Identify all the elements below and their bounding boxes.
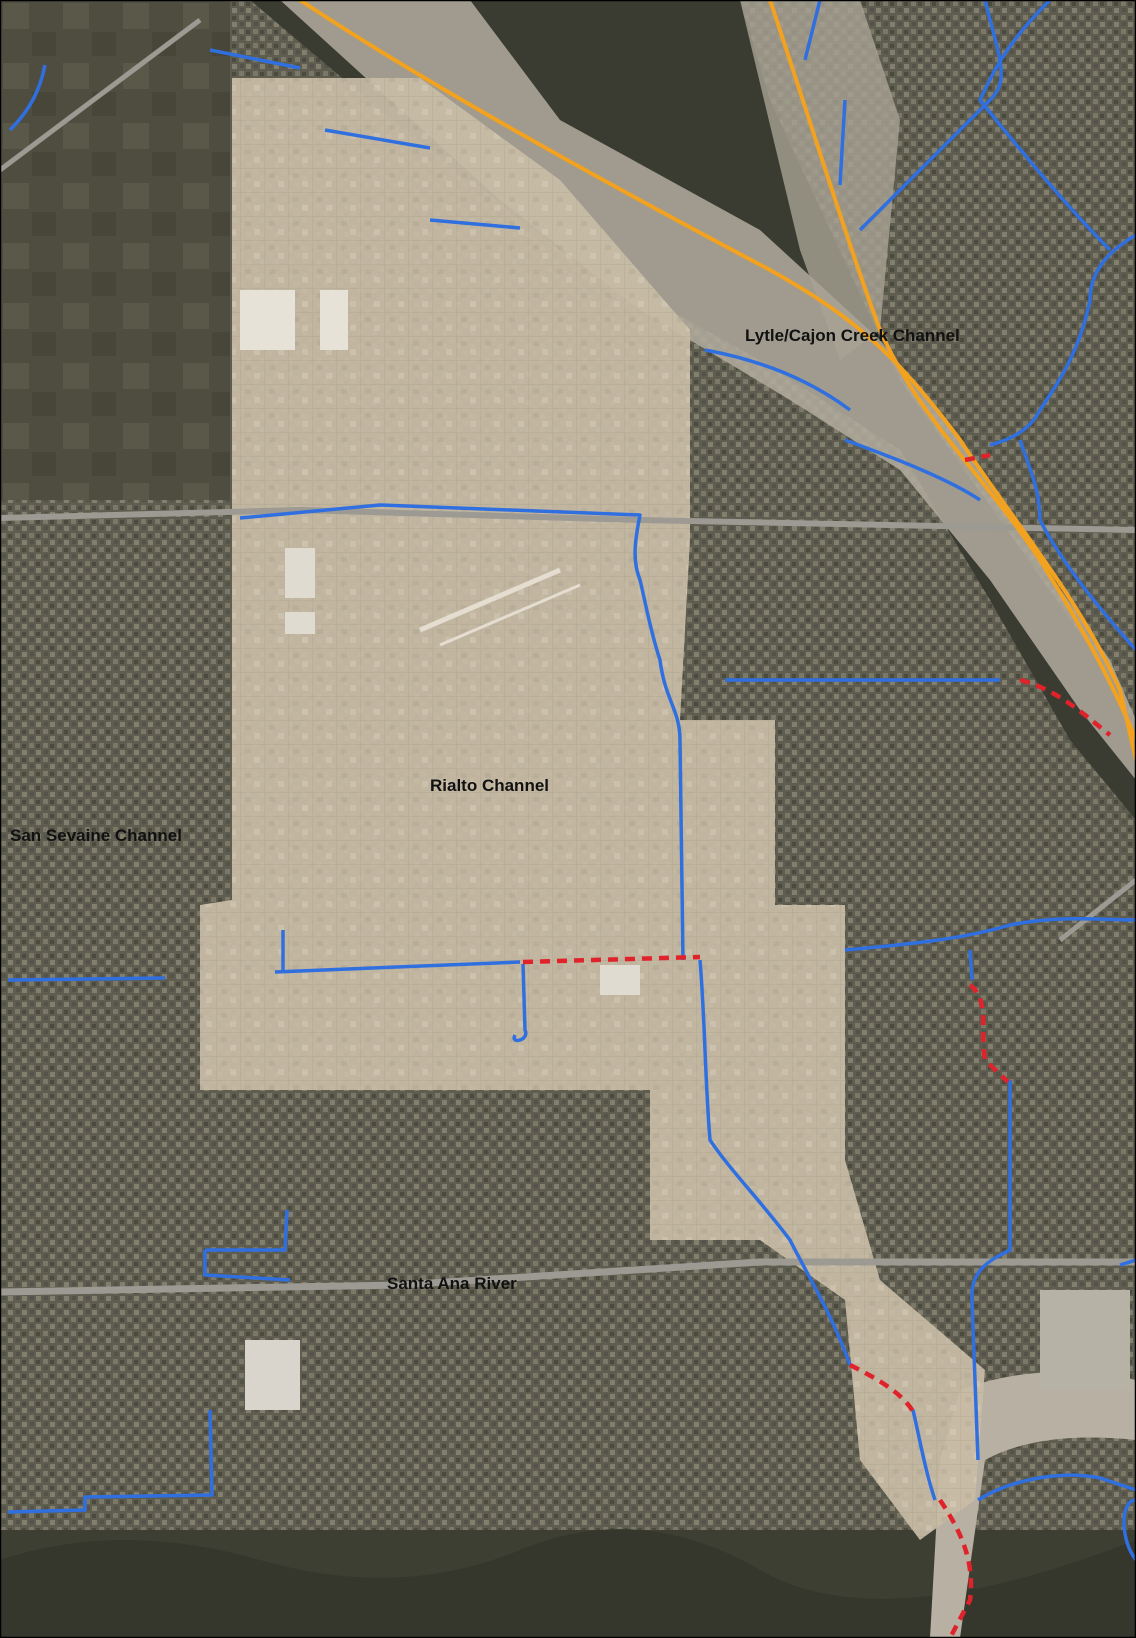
wash-darkzone	[250, 0, 1136, 820]
label-rialto-channel: Rialto Channel	[430, 776, 549, 795]
warehouse-3	[285, 548, 315, 598]
channels-gap-dashed	[522, 452, 1112, 1638]
quarry	[1040, 1290, 1130, 1390]
label-san-sevaine: San Sevaine Channel	[10, 826, 182, 845]
label-lytle-cajon: Lytle/Cajon Creek Channel	[745, 326, 960, 345]
santa-ana-riverbed	[930, 1372, 1136, 1638]
warehouse-4	[285, 612, 315, 634]
warehouse-5	[600, 965, 640, 995]
study-area-overlay	[200, 78, 985, 1540]
freeway-i10	[0, 1258, 1136, 1296]
channels-blue	[7, 0, 1136, 1562]
label-santa-ana: Santa Ana River	[387, 1274, 517, 1293]
warehouse-2	[320, 290, 348, 350]
hills-ridge	[0, 1529, 1136, 1638]
freeway-i15	[0, 18, 202, 172]
freeway-i215	[1058, 878, 1136, 942]
lytle-cajon-levees	[298, 0, 1136, 761]
imagery-fields-nw	[0, 0, 230, 500]
airport	[419, 567, 581, 647]
warehouse-1	[240, 290, 295, 350]
warehouse-6	[245, 1340, 300, 1410]
freeway-i210	[0, 506, 1136, 533]
